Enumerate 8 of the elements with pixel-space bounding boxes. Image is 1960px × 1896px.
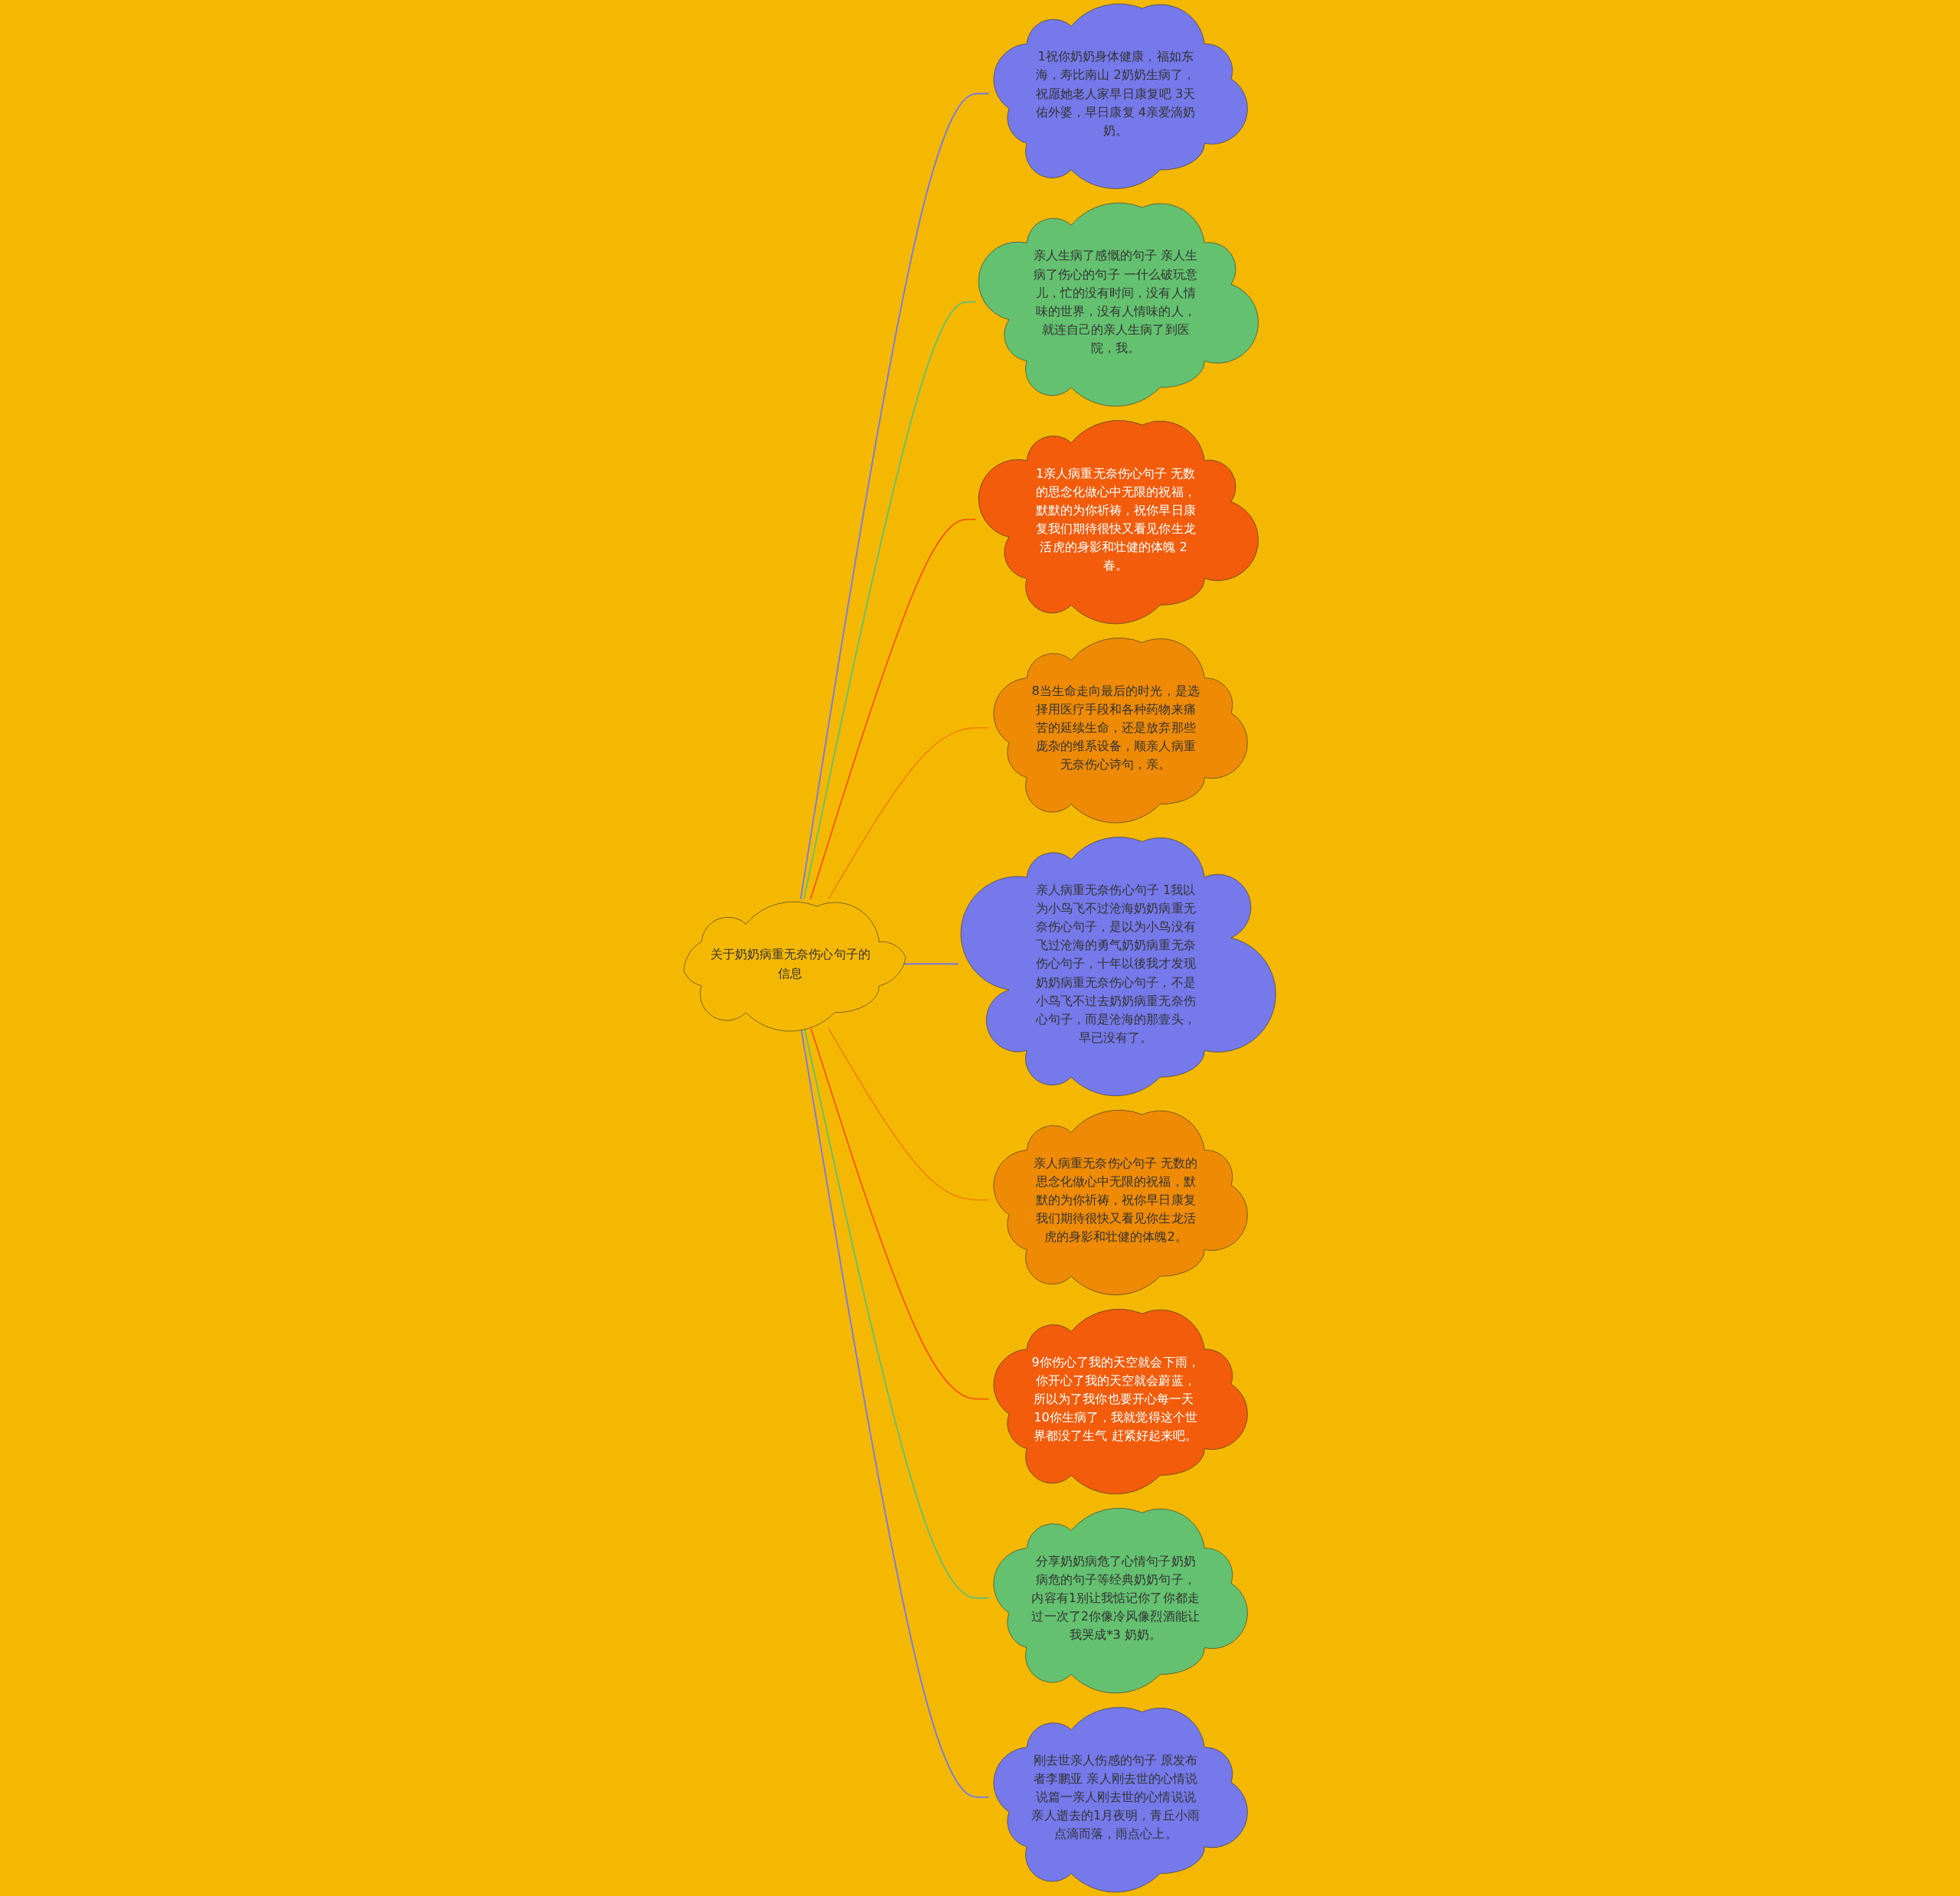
connector (803, 301, 977, 900)
connector (828, 726, 990, 900)
connector (828, 1027, 990, 1201)
connector (800, 1027, 990, 1798)
connector (810, 1027, 990, 1400)
connector (804, 1027, 990, 1599)
connector (800, 93, 990, 900)
connector (810, 518, 977, 900)
